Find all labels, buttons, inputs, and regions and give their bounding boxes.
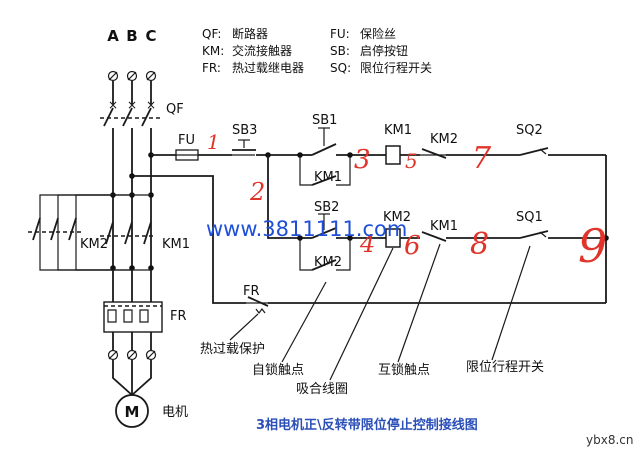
- node-number-2: 2: [249, 178, 265, 206]
- legend-code-sq: SQ:: [330, 61, 351, 75]
- legend-code-fr: FR:: [202, 61, 221, 75]
- legend-code-km: KM:: [202, 44, 224, 58]
- km1-hold-label: KM1: [314, 170, 342, 185]
- sq2-limit-switch: SQ2: [516, 123, 549, 156]
- km1-main-label: KM1: [162, 237, 190, 252]
- phase-label-a: A: [107, 27, 119, 45]
- legend: QF: 断路器 FU: 保险丝 KM: 交流接触器 SB: 启停按钮 FR: 热…: [202, 26, 432, 75]
- legend-desc-fu: 保险丝: [360, 26, 396, 41]
- control-circuit: FU SB3 SB1 KM1: [132, 113, 609, 381]
- svg-text:×: ×: [146, 98, 156, 112]
- km2-interlock-contact: KM2: [420, 132, 458, 159]
- corner-watermark: ybx8.cn: [586, 433, 633, 447]
- km1-interlock-label: KM1: [430, 219, 458, 234]
- km2-coil-label: KM2: [383, 210, 411, 225]
- fr-control-contact: FR: [243, 284, 269, 314]
- fu-label: FU: [178, 133, 195, 148]
- callout-overload: 热过载保护: [200, 342, 265, 357]
- node-number-9: 9: [578, 219, 607, 273]
- fr-ctrl-label: FR: [243, 284, 260, 299]
- node-number-4: 4: [359, 230, 375, 258]
- sb2-button: SB2: [311, 200, 339, 239]
- legend-desc-km: 交流接触器: [232, 43, 292, 58]
- callout-interlock: 互锁触点: [378, 362, 430, 378]
- km2-interlock-label: KM2: [430, 132, 458, 147]
- km1-hold-contact: KM1: [311, 170, 342, 186]
- sb2-label: SB2: [314, 200, 339, 215]
- top-terminals: [107, 70, 157, 82]
- svg-text:×: ×: [127, 98, 137, 112]
- km1-interlock-contact: KM1: [421, 219, 458, 242]
- sb1-button: SB1: [311, 113, 337, 156]
- legend-code-qf: QF:: [202, 27, 221, 41]
- qf-label: QF: [166, 102, 184, 117]
- callout-self-lock: 自锁触点: [252, 362, 304, 378]
- legend-code-fu: FU:: [330, 27, 350, 41]
- km2-main-contacts: KM2: [28, 217, 108, 252]
- legend-desc-sb: 启停按钮: [360, 43, 408, 58]
- phase-label-c: C: [145, 27, 156, 45]
- node-number-5: 5: [405, 149, 418, 173]
- callout-coil: 吸合线圈: [296, 382, 348, 397]
- legend-desc-sq: 限位行程开关: [360, 60, 432, 75]
- km2-hold-label: KM2: [314, 255, 342, 270]
- legend-desc-fr: 热过载继电器: [232, 61, 304, 75]
- thermal-overload-fr: FR: [103, 301, 187, 333]
- fr-power-label: FR: [170, 309, 187, 324]
- km2-main-label: KM2: [80, 237, 108, 252]
- sq2-label: SQ2: [516, 123, 543, 138]
- fuse-fu: FU: [175, 133, 199, 161]
- motor-name: 电机: [162, 405, 188, 420]
- phase-label-b: B: [126, 27, 137, 45]
- svg-text:×: ×: [108, 98, 118, 112]
- callout-limit: 限位行程开关: [466, 360, 544, 375]
- watermark-url: www.3811111.com: [206, 217, 407, 241]
- node-number-1: 1: [207, 130, 220, 154]
- km1-coil-label: KM1: [384, 123, 412, 138]
- node-number-3: 3: [354, 145, 371, 175]
- km1-main-contacts: KM1: [100, 221, 190, 252]
- sb1-label: SB1: [312, 113, 337, 128]
- motor: M 电机: [115, 394, 188, 428]
- sq1-limit-switch: SQ1: [516, 210, 549, 239]
- km2-coil: KM2: [383, 210, 411, 248]
- legend-code-sb: SB:: [330, 44, 350, 58]
- bottom-terminals: [107, 349, 157, 361]
- breaker-qf: × × × QF: [100, 98, 184, 127]
- node-number-8: 8: [470, 227, 489, 262]
- sq1-label: SQ1: [516, 210, 543, 225]
- legend-desc-qf: 断路器: [232, 26, 268, 41]
- diagram-title: 3相电机正\反转带限位停止控制接线图: [256, 417, 478, 433]
- sb3-label: SB3: [232, 123, 257, 138]
- power-circuit: × × × QF KM2: [28, 70, 190, 428]
- sb3-stop-button: SB3: [232, 123, 257, 156]
- km2-hold-contact: KM2: [311, 255, 342, 271]
- node-number-6: 6: [404, 231, 421, 261]
- motor-symbol: M: [125, 403, 140, 421]
- node-number-7: 7: [472, 141, 492, 176]
